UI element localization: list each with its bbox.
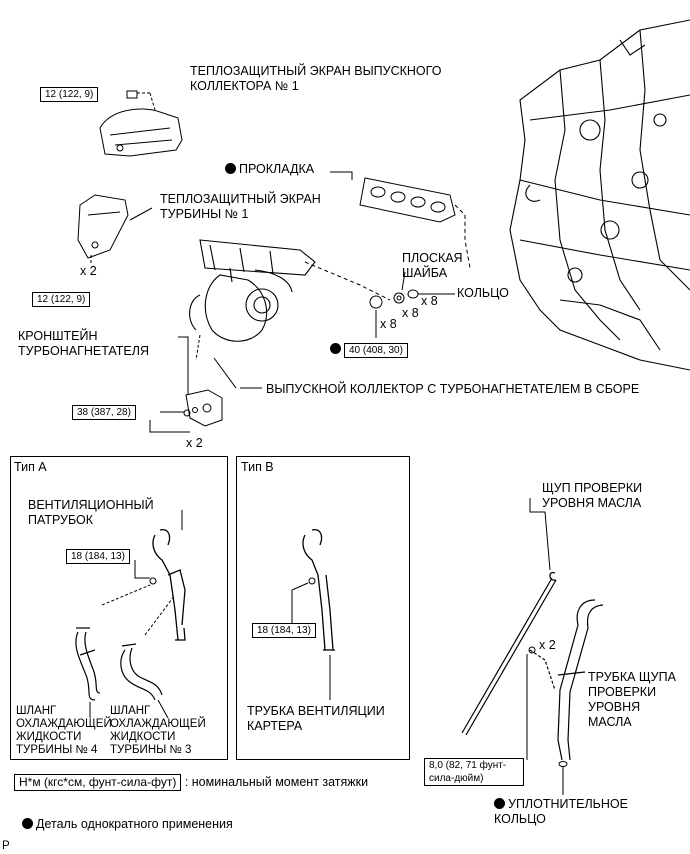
label-vent-pipe: ВЕНТИЛЯЦИОННЫЙ ПАТРУБОК — [28, 498, 188, 528]
footer-code: P — [2, 840, 10, 852]
qty-4: x 8 — [421, 294, 438, 308]
qty-3: x 8 — [402, 306, 419, 320]
legend-torque: Н*м (кгс*см, фунт-сила-фут) : номинальны… — [14, 774, 368, 791]
label-turbo-bracket: КРОНШТЕЙН ТУРБОНАГНЕТАТЕЛЯ — [18, 329, 180, 359]
label-gasket-text: ПРОКЛАДКА — [239, 162, 315, 176]
label-dipstick-tube: ТРУБКА ЩУПА ПРОВЕРКИ УРОВНЯ МАСЛА — [588, 670, 686, 730]
dipstick-drawing — [461, 571, 557, 736]
label-exhaust-shield: ТЕПЛОЗАЩИТНЫЙ ЭКРАН ВЫПУСКНОГО КОЛЛЕКТОР… — [190, 64, 490, 94]
label-o-ring: УПЛОТНИТЕЛЬНОЕ КОЛЬЦО — [494, 797, 644, 827]
label-turbo-bracket-text: КРОНШТЕЙН ТУРБОНАГНЕТАТЕЛЯ — [18, 329, 149, 358]
gasket-drawing — [359, 177, 456, 223]
label-crankcase-tube-text: ТРУБКА ВЕНТИЛЯЦИИ КАРТЕРА — [247, 704, 385, 733]
legend-single-use: Деталь однократного применения — [22, 817, 233, 832]
torque-box-2: 12 (122, 9) — [32, 292, 91, 307]
panel-type-b — [236, 456, 410, 760]
torque-box-6: 18 (184, 13) — [252, 623, 316, 638]
label-dipstick-text: ЩУП ПРОВЕРКИ УРОВНЯ МАСЛА — [542, 481, 643, 510]
single-use-dot — [330, 343, 341, 354]
label-hose-3: ШЛАНГ ОХЛАЖДАЮЩЕЙ ЖИДКОСТИ ТУРБИНЫ № 3 — [110, 705, 218, 757]
label-crankcase-tube: ТРУБКА ВЕНТИЛЯЦИИ КАРТЕРА — [247, 704, 397, 734]
single-use-dot — [494, 798, 505, 809]
single-use-dot — [22, 818, 33, 829]
legend-torque-desc: : номинальный момент затяжки — [184, 775, 369, 789]
torque-box-7: 8,0 (82, 71 фунт-сила-дюйм) — [424, 758, 524, 786]
dipstick-tube-drawing — [529, 599, 604, 761]
panel-type-b-title: Тип В — [241, 460, 274, 474]
hose-4-drawing — [75, 627, 101, 701]
label-hose-4: ШЛАНГ ОХЛАЖДАЮЩЕЙ ЖИДКОСТИ ТУРБИНЫ № 4 — [16, 705, 112, 757]
crankcase-tube-drawing — [302, 529, 335, 651]
exhaust-shield-drawing — [99, 108, 183, 157]
label-manifold-assembly: ВЫПУСКНОЙ КОЛЛЕКТОР С ТУРБОНАГНЕТАТЕЛЕМ … — [266, 382, 640, 396]
qty-6: x 2 — [539, 638, 556, 652]
label-ring: КОЛЬЦО — [457, 286, 509, 300]
label-dipstick-tube-text: ТРУБКА ЩУПА ПРОВЕРКИ УРОВНЯ МАСЛА — [588, 670, 676, 729]
engine-block — [509, 19, 690, 371]
label-hose-4-text: ШЛАНГ ОХЛАЖДАЮЩЕЙ ЖИДКОСТИ ТУРБИНЫ № 4 — [16, 705, 112, 756]
torque-box-5: 18 (184, 13) — [66, 549, 130, 564]
label-dipstick: ЩУП ПРОВЕРКИ УРОВНЯ МАСЛА — [542, 481, 662, 511]
torque-box-3-wrap: 40 (408, 30) — [330, 342, 408, 358]
label-hose-3-text: ШЛАНГ ОХЛАЖДАЮЩЕЙ ЖИДКОСТИ ТУРБИНЫ № 3 — [110, 705, 206, 756]
label-turbo-shield: ТЕПЛОЗАЩИТНЫЙ ЭКРАН ТУРБИНЫ № 1 — [160, 192, 355, 222]
torque-box-3: 40 (408, 30) — [344, 343, 408, 358]
turbo-shield-drawing — [77, 194, 129, 259]
label-exhaust-shield-text: ТЕПЛОЗАЩИТНЫЙ ЭКРАН ВЫПУСКНОГО КОЛЛЕКТОР… — [190, 64, 442, 93]
legend-single-use-text: Деталь однократного применения — [36, 817, 233, 831]
qty-2: x 8 — [380, 317, 397, 331]
bracket-drawing — [185, 389, 223, 427]
torque-box-4: 38 (387, 28) — [72, 405, 136, 420]
label-turbo-shield-text: ТЕПЛОЗАЩИТНЫЙ ЭКРАН ТУРБИНЫ № 1 — [160, 192, 321, 221]
panel-type-a-title: Тип А — [14, 460, 47, 474]
hose-3-drawing — [120, 643, 163, 701]
torque-box-1: 12 (122, 9) — [40, 87, 99, 102]
legend-torque-unit: Н*м (кгс*см, фунт-сила-фут) — [14, 774, 182, 791]
qty-1: x 2 — [80, 264, 97, 278]
label-vent-pipe-text: ВЕНТИЛЯЦИОННЫЙ ПАТРУБОК — [28, 498, 154, 527]
single-use-dot — [225, 163, 236, 174]
label-o-ring-text: УПЛОТНИТЕЛЬНОЕ КОЛЬЦО — [494, 797, 628, 826]
vent-pipe-a-drawing — [152, 529, 186, 641]
manifold-turbo-drawing — [189, 239, 316, 342]
qty-5: x 2 — [186, 436, 203, 450]
panel-type-a — [10, 456, 228, 760]
label-gasket: ПРОКЛАДКА — [225, 162, 314, 177]
label-flat-washer-text: ПЛОСКАЯ ШАЙБА — [402, 251, 463, 280]
label-flat-washer: ПЛОСКАЯ ШАЙБА — [402, 251, 502, 281]
